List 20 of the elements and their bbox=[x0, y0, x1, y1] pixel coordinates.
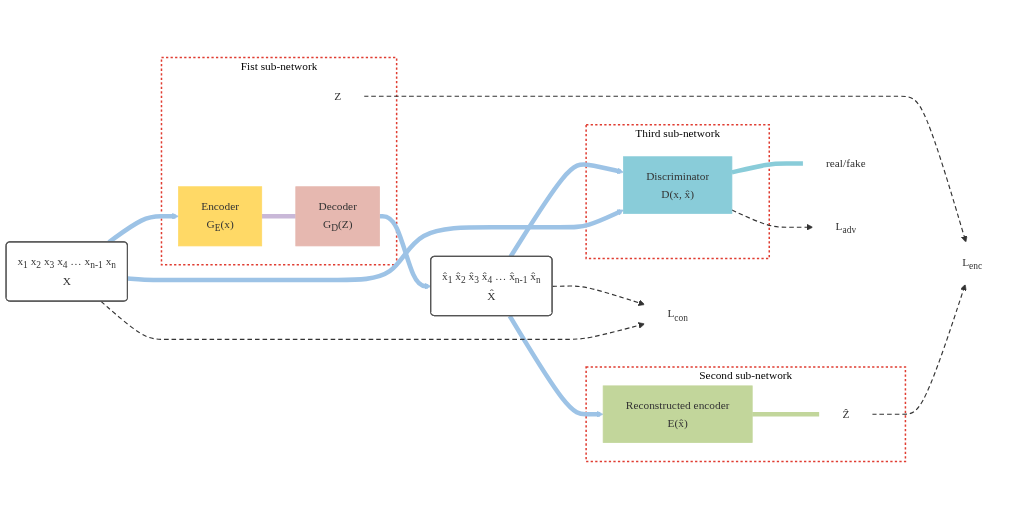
arrow bbox=[100, 300, 645, 340]
node-text: L$_{adv}$ bbox=[835, 219, 857, 235]
arrow bbox=[127, 209, 624, 283]
node-text: real/fake bbox=[826, 157, 866, 170]
node-text: Z bbox=[334, 90, 342, 103]
connector bbox=[752, 411, 820, 417]
node-text: Ẑ bbox=[842, 407, 850, 421]
node-text: L$_{con}$ bbox=[667, 307, 688, 323]
arrow bbox=[731, 209, 814, 231]
node-text: L$_{enc}$ bbox=[962, 255, 983, 271]
node-box: Reconstructed encoder E(x̂) bbox=[602, 385, 753, 443]
arrow bbox=[507, 314, 604, 418]
node-box: Encoder G$_{E}$(x) bbox=[178, 186, 263, 247]
node-box: Decoder G$_{D}$(Z) bbox=[295, 186, 380, 247]
connector bbox=[261, 214, 296, 219]
node-box: Discriminator D(x, x̂) bbox=[623, 156, 733, 214]
arrow bbox=[363, 95, 968, 243]
arrow bbox=[871, 284, 967, 415]
connector bbox=[731, 161, 804, 175]
arrow bbox=[508, 162, 624, 258]
